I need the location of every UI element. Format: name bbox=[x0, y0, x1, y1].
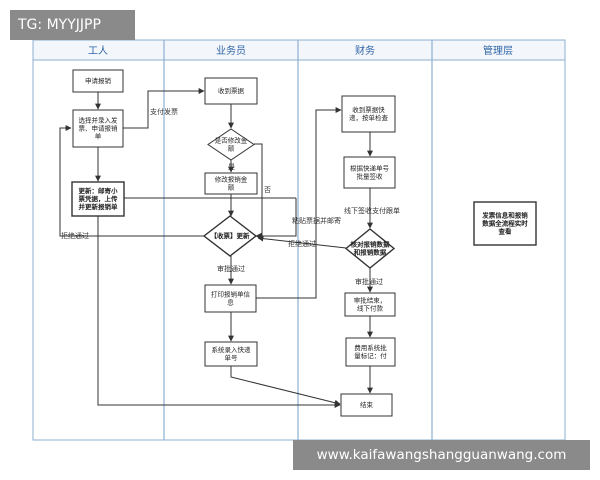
node-shape bbox=[343, 156, 396, 189]
node-label-line: 结束 bbox=[360, 400, 374, 409]
flow-nodes: 申请报销选择并录入发票、申请报销单更新：邮寄小票凭据，上传并更新报销单收到票据是… bbox=[71, 69, 537, 417]
node-label-line: 线下付款 bbox=[357, 304, 384, 313]
node-label-line: 量标记：付 bbox=[354, 351, 387, 360]
edge-label-approved-1: 审批通过 bbox=[217, 264, 245, 273]
node-shape bbox=[204, 284, 257, 313]
edge-label-no: 否 bbox=[264, 186, 271, 194]
node-label-line: 修改报销金 bbox=[215, 175, 248, 184]
node-label-line: 收到票据 bbox=[218, 86, 245, 95]
edge-label-approved-2: 审批通过 bbox=[355, 277, 383, 286]
node-label-line: 数据全流程实时 bbox=[482, 219, 528, 228]
node-label-line: 费用系统批 bbox=[354, 343, 387, 352]
lane-header-finance: 财务 bbox=[355, 44, 375, 57]
node-shape bbox=[341, 95, 396, 133]
edge-label-submit: 支付发票 bbox=[150, 107, 178, 116]
watermark-top-left: TG: MYYJJPP bbox=[10, 10, 135, 40]
node-receive: 收到票据 bbox=[204, 77, 258, 105]
node-shape bbox=[345, 337, 396, 367]
node-apply: 申请报销 bbox=[72, 69, 124, 93]
node-label-line: 收到票据快 bbox=[352, 105, 385, 114]
node-label-line: 批量签收 bbox=[357, 172, 384, 181]
node-label-line: 递，按单检查 bbox=[349, 113, 389, 122]
node-label-line: 息 bbox=[227, 298, 234, 307]
node-review: 【收票】更新 bbox=[202, 215, 258, 257]
node-shape bbox=[204, 341, 258, 367]
node-label-line: 系统录入快递 bbox=[212, 345, 252, 354]
node-label-line: 查看 bbox=[499, 227, 513, 236]
node-label-line: 根据快递单号 bbox=[350, 164, 390, 173]
node-shape bbox=[473, 201, 537, 246]
node-shape bbox=[204, 172, 258, 195]
edge-label-rejected-2: 拒绝通过 bbox=[288, 239, 316, 248]
node-shape bbox=[202, 215, 258, 257]
node-label-line: 打印报销单信 bbox=[211, 290, 251, 299]
lane-header-clerk: 业务员 bbox=[216, 44, 246, 57]
node-label-line: 【收票】更新 bbox=[211, 231, 251, 240]
node-pay: 审批结束，线下付款 bbox=[344, 292, 396, 317]
node-label-line: 票、申请报销 bbox=[79, 124, 119, 133]
node-shape bbox=[344, 292, 396, 317]
node-label-line: 审批结束， bbox=[354, 296, 387, 305]
node-label-line: 票凭据，上传 bbox=[79, 194, 119, 203]
node-label-line: 并更新报销单 bbox=[79, 202, 119, 211]
lane-header-manager: 管理层 bbox=[483, 44, 513, 57]
edge-label-yes: 是 bbox=[228, 163, 235, 171]
node-label-line: 单 bbox=[95, 132, 102, 141]
node-end: 结束 bbox=[340, 393, 393, 417]
node-label-line: 申请报销 bbox=[85, 76, 112, 85]
node-label-line: 选择并录入发 bbox=[79, 116, 119, 125]
node-label-line: 额 bbox=[228, 183, 235, 192]
node-shape bbox=[340, 393, 393, 417]
node-label-line: 更新：邮寄小 bbox=[79, 186, 119, 195]
node-shape bbox=[344, 228, 396, 269]
watermark-bottom-right: www.kaifawangshangguanwang.com bbox=[293, 440, 590, 470]
edge-labels: 支付发票 是 否 审批通过 拒绝通过 粘贴票据并邮寄 线下签收支付跟单 拒绝通过… bbox=[61, 107, 400, 286]
node-label-line: 单号 bbox=[225, 353, 239, 362]
connectors bbox=[59, 88, 373, 408]
node-label-line: 发票信息和报销 bbox=[481, 211, 528, 220]
lane-header-worker: 工人 bbox=[88, 45, 108, 57]
node-label-line: 核对报销数据 bbox=[351, 240, 391, 249]
node-shape bbox=[72, 69, 124, 93]
node-label-line: 额 bbox=[228, 144, 235, 153]
edge-label-offline: 线下签收支付跟单 bbox=[344, 206, 400, 215]
node-shape bbox=[71, 181, 125, 217]
edge-label-rejected-1: 拒绝通过 bbox=[61, 231, 89, 240]
node-shape bbox=[204, 77, 258, 105]
node-shape bbox=[207, 128, 255, 161]
node-label-line: 和报销数据 bbox=[353, 248, 387, 257]
node-label-line: 是否修改金 bbox=[215, 136, 248, 145]
node-shape bbox=[72, 109, 124, 148]
edge-label-mail: 粘贴票据并邮寄 bbox=[292, 216, 341, 225]
